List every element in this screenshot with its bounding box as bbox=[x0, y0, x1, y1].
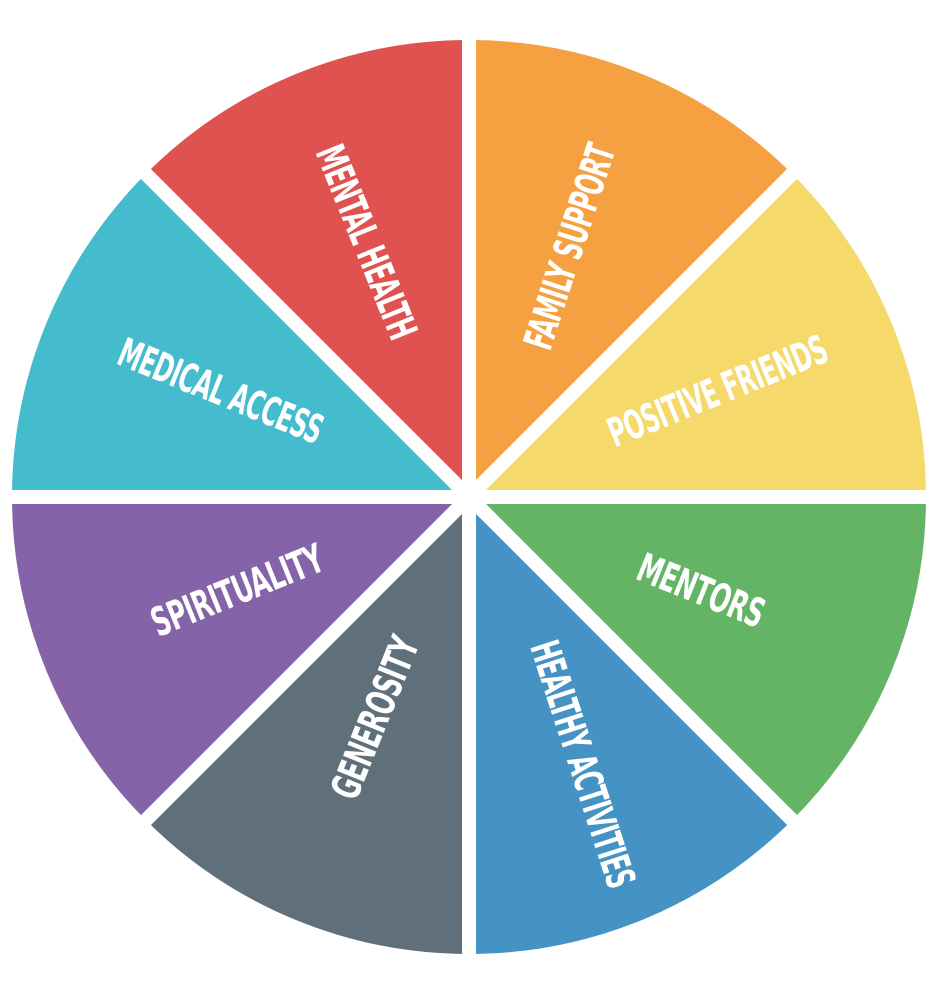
wheel-segment-healthy-activities bbox=[462, 480, 808, 969]
wheel-segment-spirituality bbox=[0, 490, 486, 836]
wheel-segment-positive-friends bbox=[452, 158, 938, 504]
wheel-segment-mental-health bbox=[130, 25, 476, 514]
wheel-rim bbox=[0, 19, 938, 975]
wheel-segment-generosity bbox=[130, 480, 476, 969]
wheel-segments bbox=[0, 19, 938, 975]
wheel-segment-family-support bbox=[462, 25, 808, 514]
wheel-segment-mentors bbox=[452, 490, 938, 836]
wheel-segment-medical-access bbox=[0, 158, 486, 504]
